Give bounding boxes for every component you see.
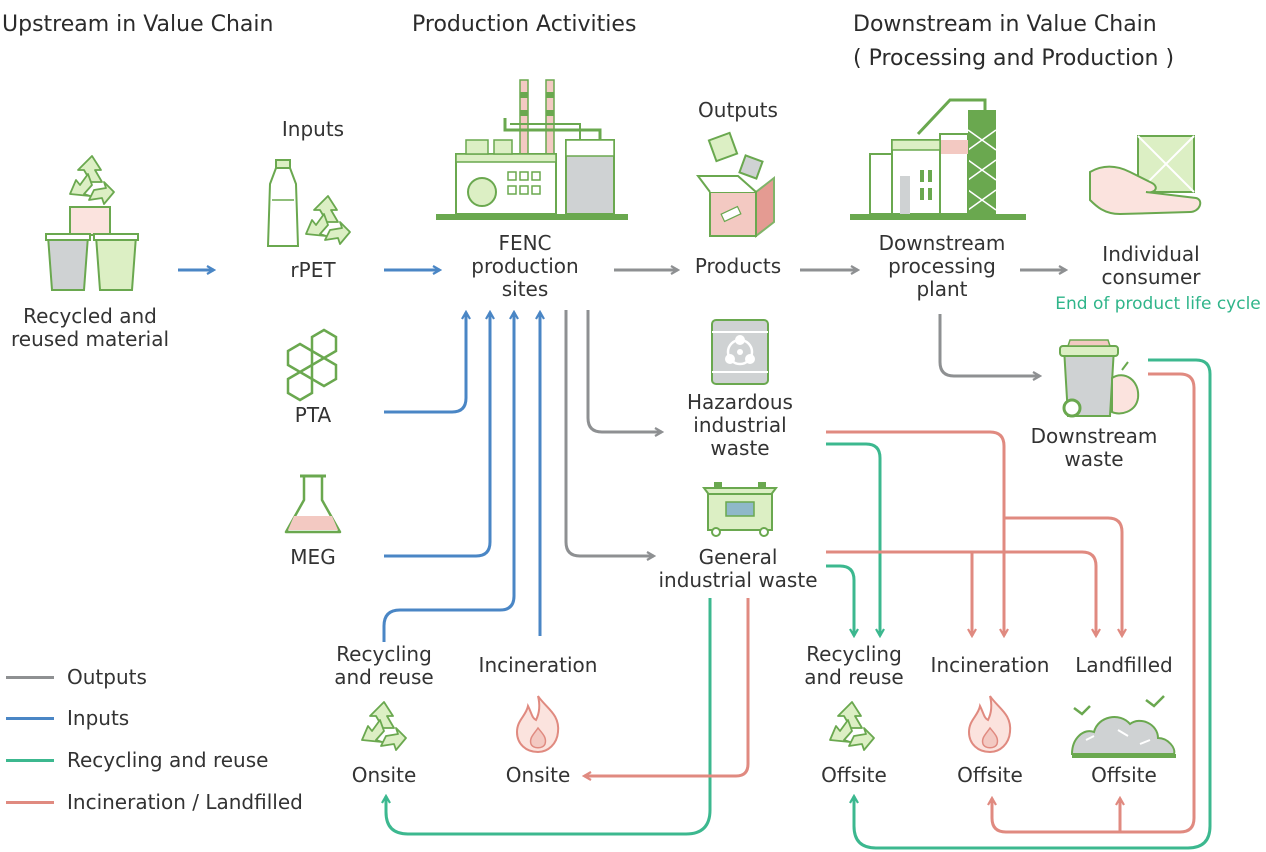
biohazard-barrel-icon	[711, 319, 769, 385]
incineration-offsite-label: Incineration	[930, 653, 1050, 677]
landfill-icon	[1070, 695, 1176, 758]
meg-label: MEG	[290, 545, 336, 569]
output-arrows	[564, 270, 1066, 556]
legend-label-outputs: Outputs	[67, 665, 147, 689]
recycle-icon	[361, 701, 407, 751]
hand-package-icon	[1089, 135, 1202, 216]
recycle-icon	[829, 701, 875, 751]
legend-swatch-inputs	[6, 717, 54, 720]
products-label: Products	[694, 254, 782, 278]
legend-label-recycling: Recycling and reuse	[67, 748, 269, 772]
trash-bin-icon	[1059, 339, 1140, 418]
factory-icon	[436, 79, 628, 220]
recycle-icon	[69, 155, 115, 205]
landfilled-loc: Offsite	[1091, 763, 1157, 787]
flame-icon	[516, 695, 560, 753]
legend-swatch-outputs	[6, 676, 54, 679]
inputs-label: Inputs	[281, 117, 345, 141]
header-downstream-sub: ( Processing and Production )	[853, 46, 1175, 71]
legend-swatch-incineration	[6, 801, 54, 804]
plant-icon	[850, 98, 1026, 220]
landfilled-label: Landfilled	[1075, 653, 1173, 677]
recycle-icon	[305, 195, 351, 245]
rpet-label: rPET	[290, 258, 336, 282]
header-upstream: Upstream in Value Chain	[2, 12, 274, 37]
dumpster-icon	[702, 482, 778, 537]
header-production: Production Activities	[412, 12, 637, 37]
recycling-offsite-loc: Offsite	[821, 763, 887, 787]
incineration-offsite-loc: Offsite	[957, 763, 1023, 787]
incineration-onsite-loc: Onsite	[505, 763, 571, 787]
end-of-life-label: End of product life cycle	[1055, 294, 1261, 314]
box-icon	[696, 131, 775, 239]
incineration-arrows	[584, 372, 1196, 834]
legend-label-inputs: Inputs	[67, 706, 130, 730]
hexagon-molecule-icon	[286, 328, 338, 402]
cups-icon	[45, 206, 139, 291]
legend-label-incineration: Incineration / Landfilled	[67, 790, 303, 814]
outputs-label: Outputs	[698, 98, 778, 122]
bottle-icon	[266, 159, 300, 247]
recycling-onsite-loc: Onsite	[351, 763, 417, 787]
header-downstream: Downstream in Value Chain	[853, 12, 1157, 37]
pta-label: PTA	[294, 403, 332, 427]
flask-icon	[284, 474, 342, 534]
legend-swatch-recycling	[6, 759, 54, 762]
input-arrows	[178, 270, 540, 642]
recycling-arrows	[386, 358, 1212, 850]
flame-icon	[968, 695, 1012, 753]
incineration-onsite-label: Incineration	[478, 653, 598, 677]
